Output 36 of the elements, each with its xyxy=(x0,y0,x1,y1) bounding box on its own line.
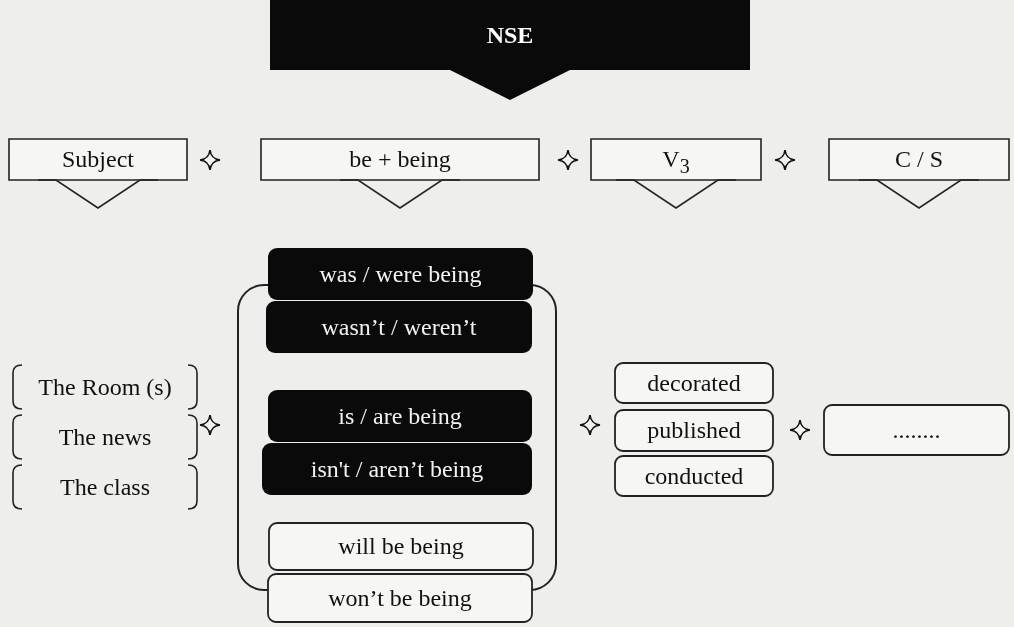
rounded-box xyxy=(268,522,534,571)
term-text: The Room (s) xyxy=(38,373,172,402)
term-text: is / are being xyxy=(338,402,462,431)
bracketed-term xyxy=(10,413,200,461)
bracketed-term xyxy=(10,463,200,511)
dark-rounded-box xyxy=(262,443,532,495)
rounded-box xyxy=(267,573,533,623)
term-text: ........ xyxy=(892,416,941,445)
term-text: will be being xyxy=(338,532,464,561)
term-text: won’t be being xyxy=(328,584,472,613)
term-text: be + being xyxy=(349,145,451,174)
rounded-box xyxy=(614,455,774,497)
term-text: published xyxy=(647,416,741,445)
pointer-box xyxy=(590,138,762,210)
term-text: decorated xyxy=(647,369,741,398)
dark-rounded-box xyxy=(268,248,533,300)
rounded-box xyxy=(823,404,1010,456)
term-text: The news xyxy=(58,423,152,452)
term-text: conducted xyxy=(644,462,744,491)
term-text: NSE xyxy=(486,21,534,50)
dark-rounded-box xyxy=(266,301,532,353)
term-text: was / were being xyxy=(319,260,482,289)
term-text: V$_{3}$ xyxy=(662,145,690,179)
bracketed-term xyxy=(10,363,200,411)
rounded-box xyxy=(614,409,774,452)
rounded-box xyxy=(614,362,774,404)
dark-rounded-box xyxy=(268,390,532,442)
term-text: isn't / aren’t being xyxy=(310,455,484,484)
term-text: The class xyxy=(60,473,150,502)
term-text: wasn’t / weren’t xyxy=(321,313,477,342)
term-text: Subject xyxy=(62,145,134,174)
pointer-box xyxy=(8,138,188,210)
pointer-box xyxy=(828,138,1010,210)
pointer-box xyxy=(260,138,540,210)
term-text: C / S xyxy=(895,145,943,174)
heading-banner xyxy=(270,0,750,100)
